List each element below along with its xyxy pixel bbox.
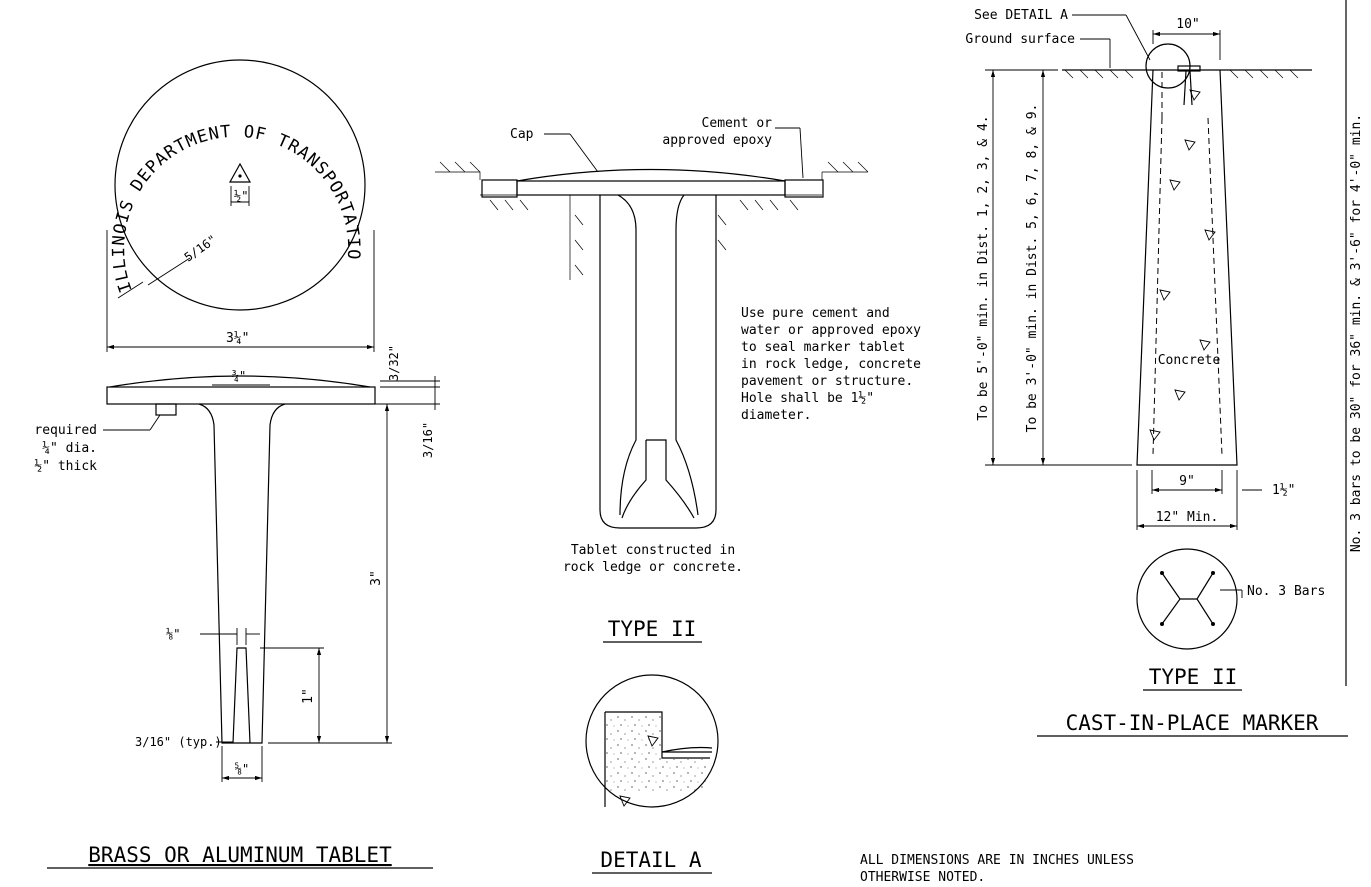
use-note-6: Hole shall be 1½" xyxy=(741,391,874,406)
cast-in-place-section: No. 3 Bars xyxy=(1136,548,1325,650)
detail-a-title: DETAIL A xyxy=(600,848,702,872)
cast-section-title: TYPE II xyxy=(1149,665,1238,689)
tablet-stem xyxy=(198,403,286,744)
hole-outline xyxy=(599,195,717,529)
tablet-pin xyxy=(155,403,177,416)
cast-title: CAST-IN-PLACE MARKER xyxy=(1066,711,1319,735)
tablet-head xyxy=(106,386,376,405)
dim-typ: 3/16" (typ.) xyxy=(135,735,222,749)
tablet-outline xyxy=(114,59,366,311)
use-note-7: diameter. xyxy=(741,408,811,423)
bars-note: No. 3 bars to be 30" for 36" min. & 3'-6… xyxy=(1349,114,1364,552)
dim-bottom: ⅝" xyxy=(235,762,249,776)
dim-border: 5/16" xyxy=(182,232,220,264)
use-note-3: to seal marker tablet xyxy=(741,340,905,355)
dim-top-10: 10" xyxy=(1176,17,1199,32)
type2-title: TYPE II xyxy=(608,617,697,641)
pin-note-line1: required xyxy=(34,423,97,438)
dist-1-4-note: To be 5'-0" min. in Dist. 1, 2, 3, & 4. xyxy=(976,115,991,420)
cap-label: Cap xyxy=(510,127,534,142)
use-note-5: pavement or structure. xyxy=(741,374,913,389)
cast-in-place-elevation: See DETAIL A Ground surface 10" To be 5'… xyxy=(965,8,1312,530)
dim-1-5: 1½" xyxy=(1272,483,1295,498)
tablet-note-1: Tablet constructed in xyxy=(571,543,735,558)
footer-note-2: OTHERWISE NOTED. xyxy=(860,870,985,885)
concrete-body xyxy=(1136,69,1238,466)
triangle-icon xyxy=(228,162,252,183)
dim-overall: 3¼" xyxy=(226,331,249,346)
dim-9: 9" xyxy=(1179,474,1195,489)
cement-label-line2: approved epoxy xyxy=(662,133,772,148)
pin-note-line2: ¼" dia. xyxy=(42,441,97,456)
dim-cap: 3/32" xyxy=(387,345,401,381)
tablet-note-2: rock ledge or concrete. xyxy=(563,560,743,575)
cap-plate xyxy=(516,180,786,196)
type2-section: Cap Cement or approved epoxy Use pure ce… xyxy=(435,116,921,575)
dim-12-min: 12" Min. xyxy=(1156,510,1219,525)
use-note-1: Use pure cement and xyxy=(741,306,890,321)
use-note-2: water or approved epoxy xyxy=(741,323,921,338)
bars-label: No. 3 Bars xyxy=(1247,584,1325,599)
tablet-ring-text: ILLINOIS DEPARTMENT OF TRANSPORTATION xyxy=(0,0,363,295)
tablet-title: BRASS OR ALUMINUM TABLET xyxy=(88,843,392,867)
ground-surface-label: Ground surface xyxy=(965,32,1075,47)
tablet-plan-view: ILLINOIS DEPARTMENT OF TRANSPORTATION ½"… xyxy=(0,0,375,352)
dim-stem-top: ¾" xyxy=(232,369,246,383)
footer-note-1: ALL DIMENSIONS ARE IN INCHES UNLESS xyxy=(860,853,1134,868)
dim-slot-width: ⅛" xyxy=(166,627,180,641)
dim-length: 3" xyxy=(369,570,384,586)
detail-a xyxy=(585,674,719,808)
use-note-4: in rock ledge, concrete xyxy=(741,357,921,372)
pin-note-line3: ½" thick xyxy=(34,459,97,474)
tablet-elevation: 3/32" 3/16" 3" 1" ¾" ⅛" 3/16" (typ.) ⅝" … xyxy=(34,345,440,782)
concrete-label: Concrete xyxy=(1158,353,1221,368)
dim-triangle: ½" xyxy=(234,189,248,203)
dist-5-9-note: To be 3'-0" min. in Dist. 5, 6, 7, 8, & … xyxy=(1025,104,1040,433)
dim-head: 3/16" xyxy=(421,422,435,458)
cement-label-line1: Cement or xyxy=(702,116,773,131)
see-detail-label: See DETAIL A xyxy=(974,8,1068,23)
dim-slot-length: 1" xyxy=(301,688,316,704)
